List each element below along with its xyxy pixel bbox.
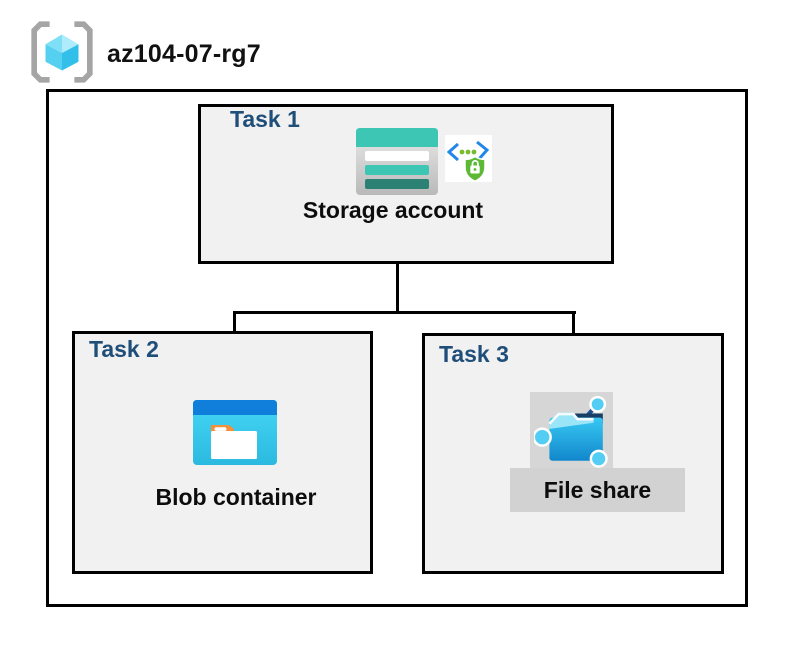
task1-label: Task 1 xyxy=(230,106,300,132)
file-share-caption: File share xyxy=(543,477,652,503)
blob-container-icon xyxy=(193,400,277,465)
azure-resource-group-icon xyxy=(31,21,93,83)
secure-api-shield-icon xyxy=(445,135,492,182)
storage-account-icon xyxy=(356,128,438,195)
connector-storage-stem xyxy=(396,233,399,314)
storage-account-caption: Storage account xyxy=(302,197,484,223)
file-share-icon xyxy=(534,395,608,468)
fileshare-label-highlight xyxy=(510,468,685,512)
blob-container-caption: Blob container xyxy=(155,484,317,510)
task2-label: Task 2 xyxy=(89,336,159,362)
resource-group-name: az104-07-rg7 xyxy=(107,40,261,68)
task3-label: Task 3 xyxy=(439,341,509,367)
connector-horizontal xyxy=(233,311,576,314)
